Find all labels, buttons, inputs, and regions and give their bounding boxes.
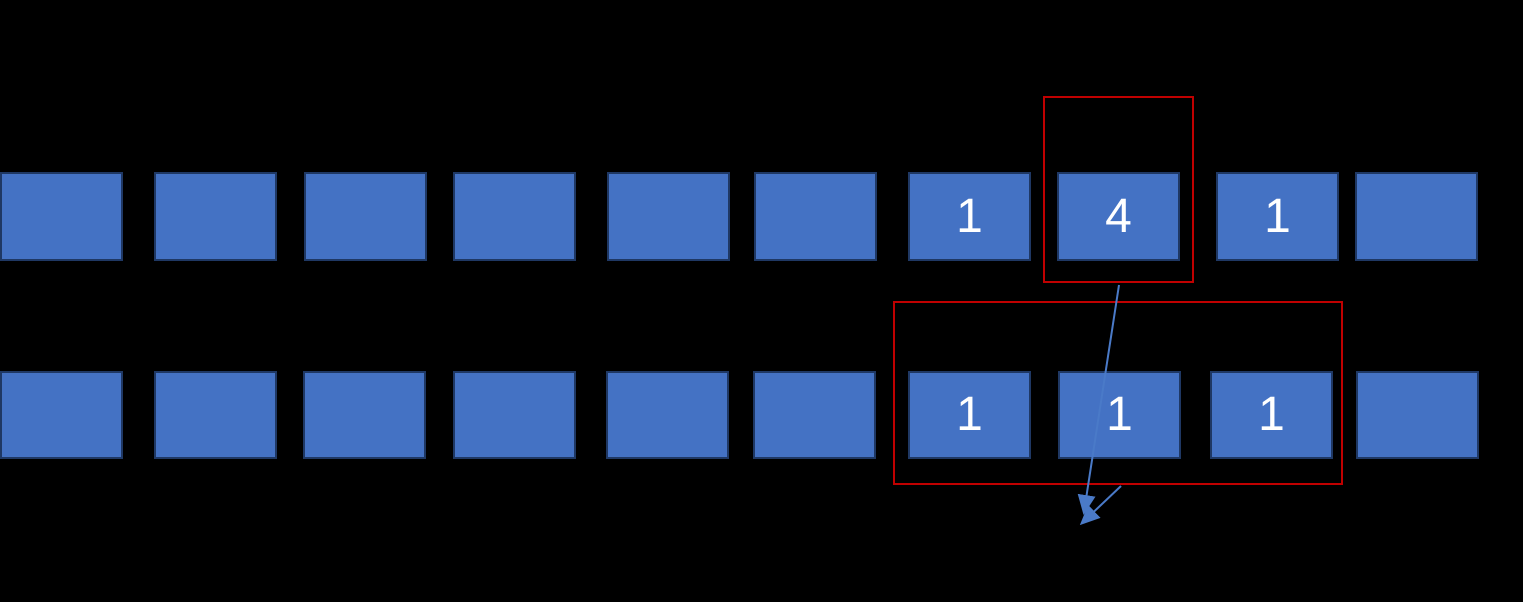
- block-row-top-cell: [607, 172, 730, 261]
- cell-value: 1: [1258, 388, 1285, 441]
- block-row-top-cell: [453, 172, 576, 261]
- block-row-bottom-cell: [753, 371, 876, 459]
- cell-value: 1: [956, 388, 983, 441]
- highlight-box-bottom: [893, 301, 1343, 485]
- block-row-bottom-cell: [0, 371, 123, 459]
- block-row-bottom-cell: [1356, 371, 1479, 459]
- block-row-top-cell: [154, 172, 277, 261]
- block-row-top-cell: 4: [1057, 172, 1180, 261]
- highlight-box-top: [1043, 96, 1194, 283]
- block-row-bottom-cell: [453, 371, 576, 459]
- block-row-top-cell: 1: [908, 172, 1031, 261]
- block-row-bottom-cell: [303, 371, 426, 459]
- cell-value: 4: [1105, 189, 1132, 243]
- block-row-top-cell: [1355, 172, 1478, 261]
- block-row-bottom-cell: 1: [1210, 371, 1333, 459]
- block-row-bottom-cell: 1: [908, 371, 1031, 459]
- arrow-group-out: [1079, 485, 1122, 526]
- block-row-bottom-cell: [154, 371, 277, 459]
- block-row-top-cell: [304, 172, 427, 261]
- block-row-top-cell: 1: [1216, 172, 1339, 261]
- block-row-top-cell: [754, 172, 877, 261]
- block-row-top-cell: [0, 172, 123, 261]
- cell-value: 1: [956, 189, 983, 243]
- block-row-bottom-cell: [606, 371, 729, 459]
- cell-value: 1: [1264, 189, 1291, 243]
